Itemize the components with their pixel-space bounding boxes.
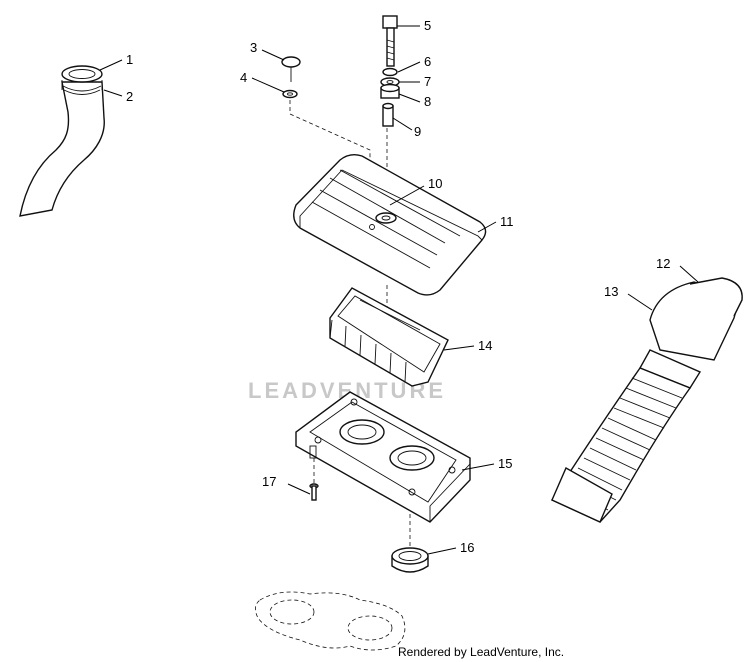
grommet-part (391, 547, 429, 573)
screw-part (309, 483, 319, 501)
bolt-stack (380, 15, 400, 127)
flex-duct-right (550, 277, 743, 523)
callout-6: 6 (424, 54, 431, 69)
callout-15: 15 (498, 456, 512, 471)
gasket-outline (255, 591, 406, 651)
callout-3: 3 (250, 40, 257, 55)
leader-lines (99, 25, 699, 555)
air-box-base (295, 391, 471, 523)
callout-labels: 1 2 3 4 5 6 7 8 9 10 11 12 13 14 15 16 1… (126, 18, 670, 555)
intake-tube-left (19, 65, 105, 217)
credit-text: Rendered by LeadVenture, Inc. (398, 645, 564, 659)
callout-10: 10 (428, 176, 442, 191)
callout-2: 2 (126, 89, 133, 104)
callout-5: 5 (424, 18, 431, 33)
callout-17: 17 (262, 474, 276, 489)
callout-7: 7 (424, 74, 431, 89)
callout-14: 14 (478, 338, 492, 353)
air-filter (329, 287, 449, 387)
callout-8: 8 (424, 94, 431, 109)
callout-11: 11 (500, 214, 514, 229)
callout-12: 12 (656, 256, 670, 271)
callout-1: 1 (126, 52, 133, 67)
callout-16: 16 (460, 540, 474, 555)
callout-9: 9 (414, 124, 421, 139)
air-box-cover (293, 153, 487, 296)
callout-13: 13 (604, 284, 618, 299)
callout-4: 4 (240, 70, 247, 85)
knob-part (281, 56, 301, 99)
